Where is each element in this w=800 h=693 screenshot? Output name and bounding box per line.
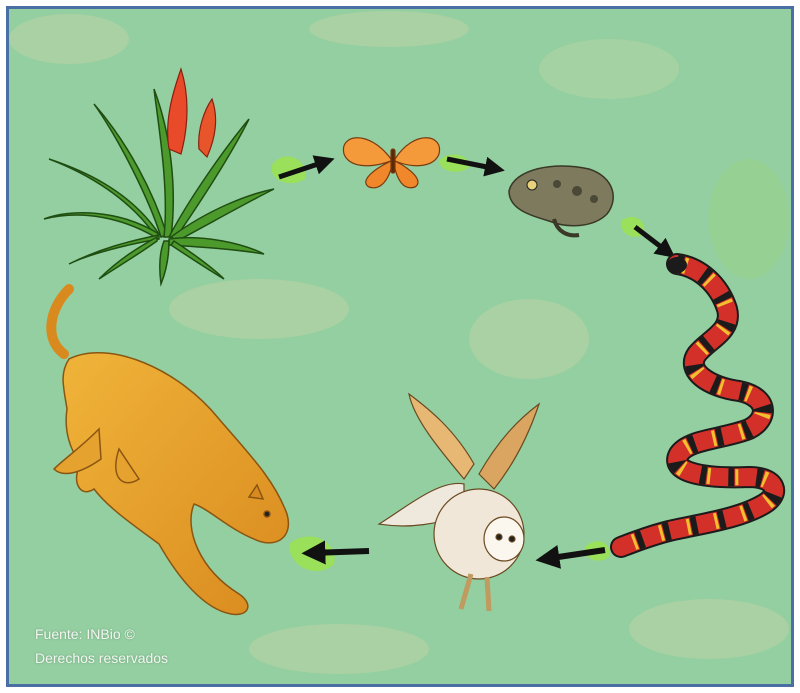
arrow-owl-to-puma: [289, 536, 369, 571]
food-chain-diagram: Fuente: INBio © Derechos reservados: [9, 9, 791, 684]
image-frame: Fuente: INBio © Derechos reservados: [6, 6, 794, 687]
arrow-snake-to-owl: [545, 541, 610, 560]
coral-snake-icon: [621, 257, 774, 547]
bromeliad-plant-icon: [44, 69, 274, 284]
credit-rights: Derechos reservados: [35, 647, 295, 669]
credit-source: Fuente: INBio ©: [35, 623, 295, 645]
food-chain-canvas: [9, 9, 791, 684]
arrow-butterfly-to-toad: [439, 154, 497, 171]
arrow-toad-to-snake: [621, 217, 669, 253]
butterfly-icon: [343, 138, 439, 188]
background-texture: [9, 11, 789, 674]
owl-icon: [379, 394, 539, 611]
arrow-plant-to-butterfly: [271, 156, 327, 183]
toad-icon: [509, 166, 613, 235]
